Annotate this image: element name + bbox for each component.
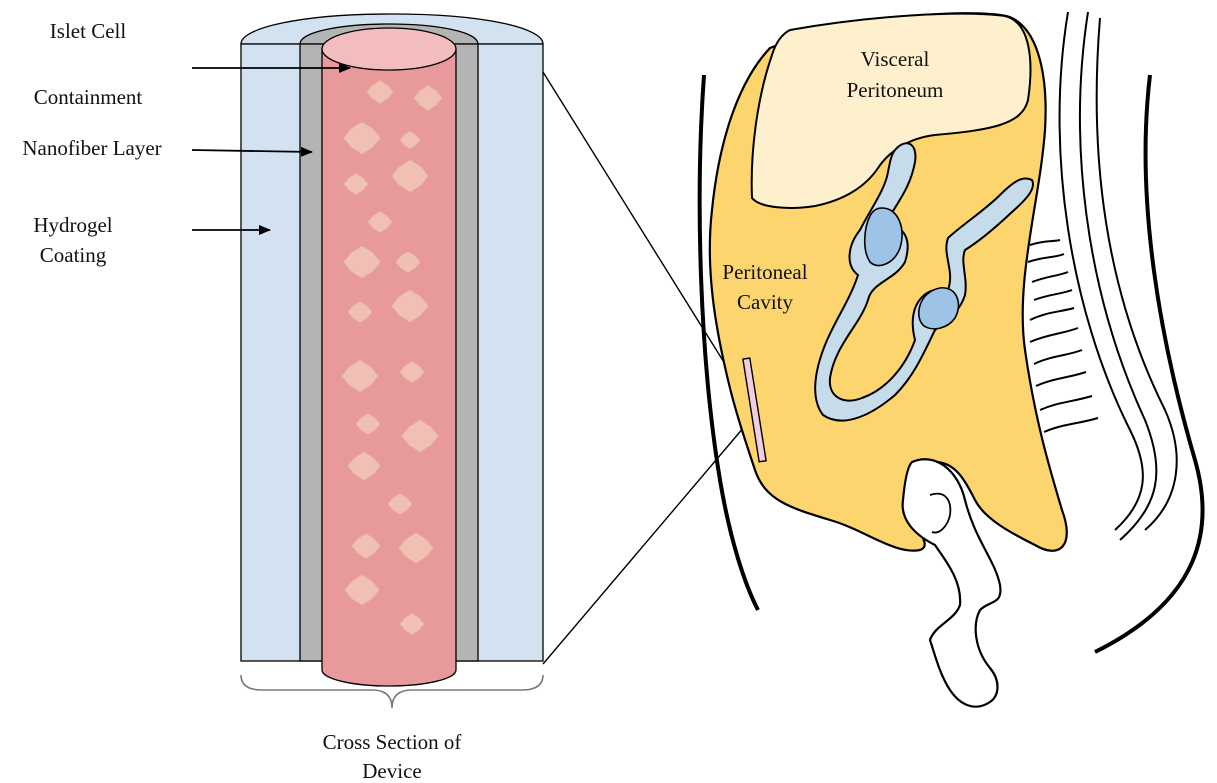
spine-curve-3 (1097, 18, 1177, 530)
spine-curve-outer (1095, 75, 1203, 652)
spine-curve-2 (1080, 12, 1156, 540)
nanofiber-label: Nanofiber Layer (22, 136, 161, 160)
abdominal-anatomy (700, 12, 1203, 707)
hydrogel-label-line2: Coating (40, 243, 107, 267)
islet-label-line2: Containment (34, 85, 143, 109)
islet-containment-body (322, 49, 456, 686)
vertebral-marks (1028, 240, 1098, 432)
device-cross-section (241, 14, 543, 686)
cross-section-label-line1: Cross Section of (323, 730, 462, 754)
hydrogel-label-line1: Hydrogel (33, 213, 112, 237)
zoom-line-bottom (543, 420, 750, 664)
islet-containment-top (322, 28, 456, 70)
cavity-label-line1: Peritoneal (722, 260, 807, 284)
visceral-label-line2: Peritoneum (847, 78, 944, 102)
cavity-label-line2: Cavity (737, 290, 793, 314)
islet-label-line1: Islet Cell (50, 19, 127, 43)
visceral-label-line1: Visceral (861, 47, 930, 71)
spine-curve-1 (1060, 12, 1143, 530)
cross-section-label-line2: Device (362, 759, 421, 783)
